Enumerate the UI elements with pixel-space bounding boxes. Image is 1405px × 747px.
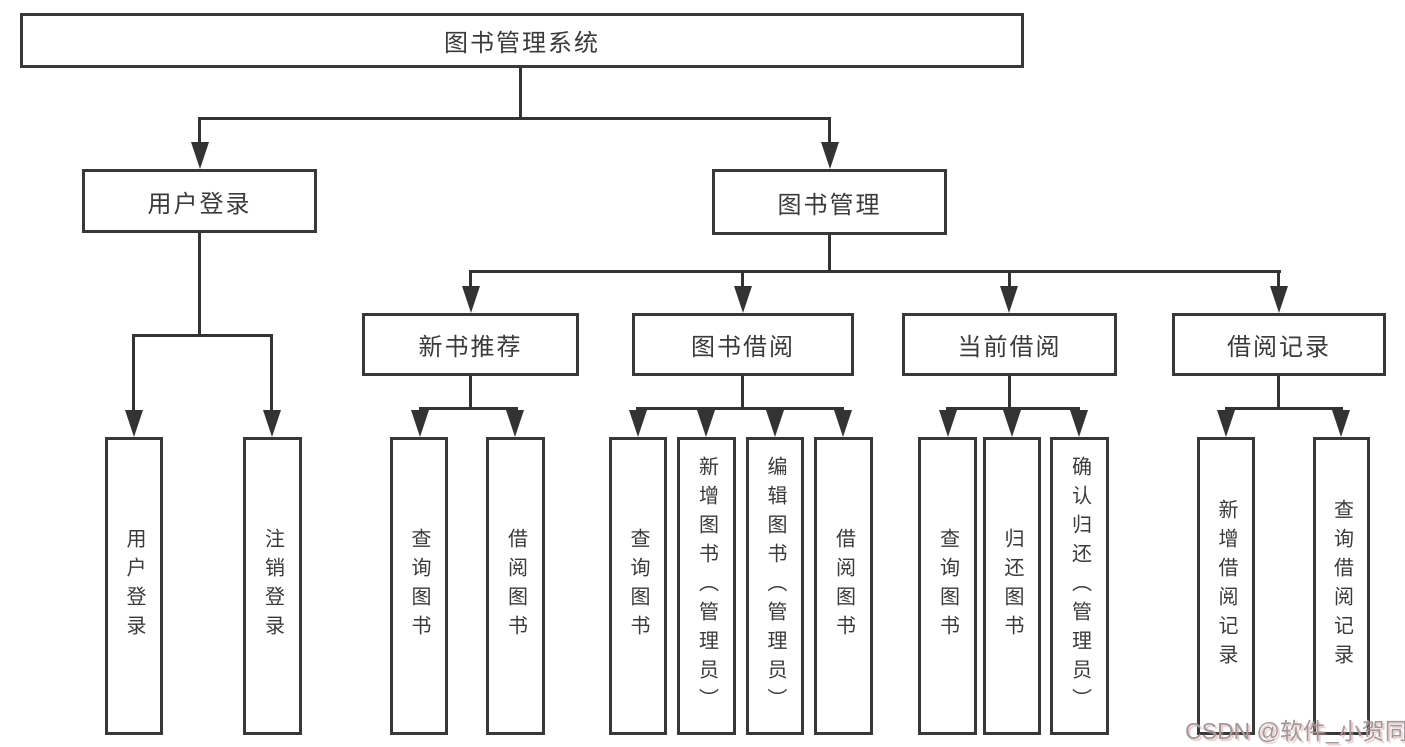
- arrowhead-down-icon: [125, 410, 143, 437]
- node-label: 查询图书: [408, 528, 430, 644]
- watermark: CSDN @软件_小贺同学: [1185, 718, 1405, 744]
- connector-line: [1277, 272, 1280, 288]
- node-label: 图书借阅: [691, 334, 795, 361]
- leaf-logout: 注销登录: [243, 437, 302, 735]
- leaf-confirm-return-admin: 确认归还（管理员）: [1050, 437, 1109, 735]
- leaf-query-books-borrowing: 查询图书: [609, 437, 667, 735]
- node-label: 归还图书: [1001, 528, 1023, 644]
- arrowhead-down-icon: [629, 410, 647, 437]
- leaf-borrow-books-recommend: 借阅图书: [486, 437, 545, 735]
- leaf-add-books-admin: 新增图书（管理员）: [677, 437, 736, 735]
- leaf-return-books: 归还图书: [983, 437, 1041, 735]
- node-label: 用户登录: [123, 528, 145, 644]
- connector-line: [741, 272, 744, 288]
- arrowhead-down-icon: [263, 410, 281, 437]
- leaf-user-login: 用户登录: [105, 437, 163, 735]
- arrowhead-down-icon: [1003, 410, 1021, 437]
- node-label: 查询图书: [936, 528, 959, 644]
- connector-line: [132, 336, 135, 412]
- connector-line: [636, 407, 844, 410]
- arrowhead-down-icon: [191, 142, 209, 169]
- node-new-book-recommend: 新书推荐: [362, 313, 579, 376]
- node-label: 注销登录: [261, 528, 284, 644]
- node-label: 借阅图书: [504, 528, 527, 644]
- node-label: 借阅图书: [832, 528, 855, 644]
- connector-line: [469, 376, 472, 409]
- connector-line: [419, 407, 518, 410]
- node-label: 新增图书（管理员）: [695, 455, 718, 717]
- connector-line: [198, 233, 201, 337]
- node-label: 图书管理系统: [444, 30, 600, 57]
- leaf-edit-books-admin: 编辑图书（管理员）: [746, 437, 804, 735]
- connector-line: [1277, 376, 1280, 409]
- arrowhead-down-icon: [1332, 410, 1350, 437]
- arrowhead-down-icon: [462, 286, 480, 313]
- node-borrowing-records: 借阅记录: [1172, 313, 1386, 376]
- arrowhead-down-icon: [411, 410, 429, 437]
- arrowhead-down-icon: [506, 410, 524, 437]
- arrowhead-down-icon: [939, 410, 957, 437]
- node-user-login: 用户登录: [82, 169, 317, 233]
- connector-line: [1008, 272, 1011, 288]
- node-label: 新增借阅记录: [1215, 499, 1237, 673]
- node-label: 新书推荐: [418, 334, 523, 361]
- leaf-query-borrow-record: 查询借阅记录: [1313, 437, 1370, 735]
- connector-line: [741, 376, 744, 409]
- node-book-borrowing: 图书借阅: [632, 313, 854, 376]
- connector-line: [469, 270, 1281, 273]
- connector-line: [828, 235, 831, 273]
- arrowhead-down-icon: [834, 410, 852, 437]
- node-label: 查询借阅记录: [1330, 499, 1353, 673]
- node-current-borrowing: 当前借阅: [902, 313, 1117, 376]
- arrowhead-down-icon: [697, 410, 715, 437]
- arrowhead-down-icon: [1217, 410, 1235, 437]
- leaf-add-borrow-record: 新增借阅记录: [1197, 437, 1255, 735]
- connector-line: [469, 272, 472, 288]
- arrowhead-down-icon: [821, 142, 839, 169]
- arrowhead-down-icon: [766, 410, 784, 437]
- arrowhead-down-icon: [734, 286, 752, 313]
- connector-line: [132, 334, 273, 337]
- arrowhead-down-icon: [1070, 410, 1088, 437]
- connector-line: [270, 336, 273, 412]
- node-label: 图书管理: [777, 191, 882, 219]
- connector-line: [519, 68, 522, 119]
- leaf-borrow-books-borrowing: 借阅图书: [814, 437, 873, 735]
- node-label: 查询图书: [627, 528, 649, 644]
- connector-line: [1008, 376, 1011, 409]
- arrowhead-down-icon: [1270, 286, 1288, 313]
- connector-line: [198, 119, 201, 144]
- connector-line: [198, 117, 831, 120]
- node-book-management: 图书管理: [712, 169, 947, 235]
- node-label: 当前借阅: [957, 334, 1062, 361]
- node-label: 确认归还（管理员）: [1068, 455, 1091, 717]
- leaf-query-books-current: 查询图书: [918, 437, 977, 735]
- node-label: 借阅记录: [1227, 334, 1331, 361]
- node-label: 用户登录: [147, 190, 252, 218]
- connector-line: [946, 407, 1080, 410]
- leaf-query-books-recommend: 查询图书: [390, 437, 448, 735]
- node-label: 编辑图书（管理员）: [764, 455, 786, 717]
- arrowhead-down-icon: [1000, 286, 1018, 313]
- connector-line: [1225, 407, 1343, 410]
- connector-line: [828, 119, 831, 144]
- node-library-management-system: 图书管理系统: [20, 13, 1024, 68]
